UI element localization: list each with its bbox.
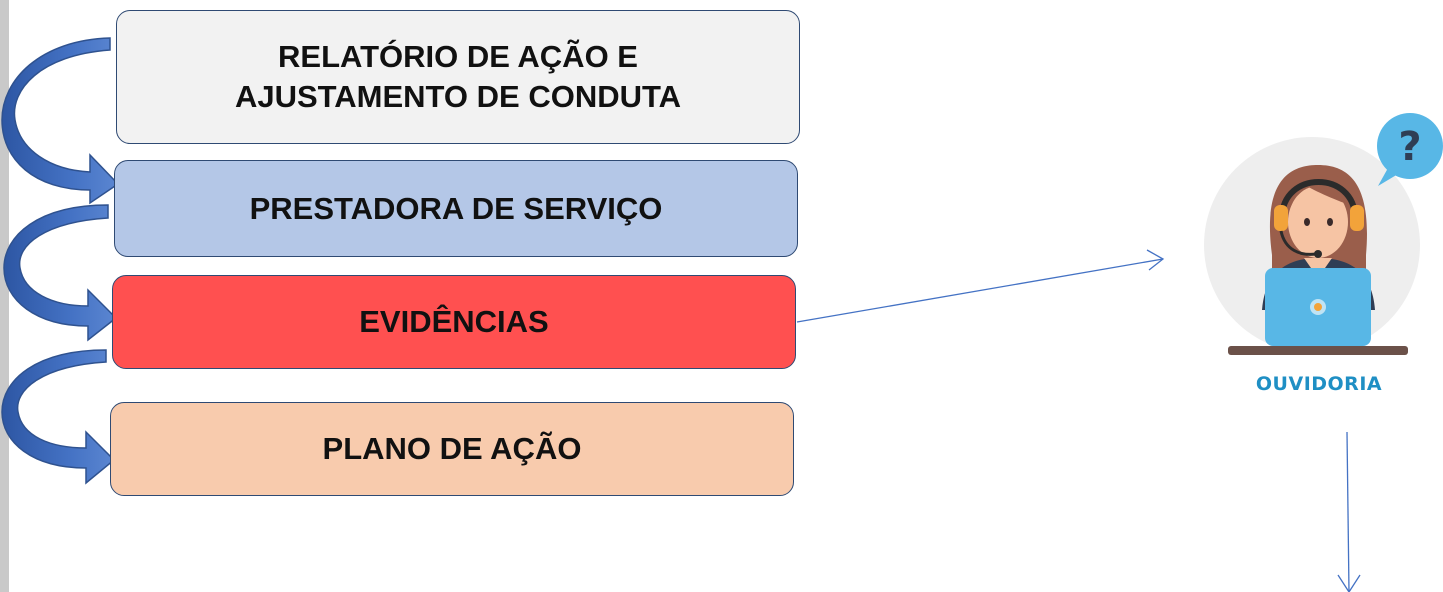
curved-arrow-icon — [1, 349, 116, 485]
relatorio-box: RELATÓRIO DE AÇÃO E AJUSTAMENTO DE CONDU… — [116, 10, 800, 144]
evidencias-box: EVIDÊNCIAS — [112, 275, 796, 369]
ouvidoria-label: OUVIDORIA — [1255, 373, 1383, 395]
curved-arrow-icon — [3, 204, 118, 342]
connector-arrow — [1337, 431, 1361, 592]
call-center-agent-icon: ? — [1204, 113, 1443, 355]
curved-arrow-icon — [1, 37, 120, 205]
svg-text:?: ? — [1398, 124, 1421, 170]
relatorio-line-1: RELATÓRIO DE AÇÃO E — [278, 39, 638, 74]
evidencias-label: EVIDÊNCIAS — [359, 304, 549, 339]
plano-box: PLANO DE AÇÃO — [110, 402, 794, 496]
left-edge-strip — [0, 0, 9, 592]
prestadora-label: PRESTADORA DE SERVIÇO — [249, 190, 663, 226]
plano-label: PLANO DE AÇÃO — [322, 431, 582, 466]
prestadora-box: PRESTADORA DE SERVIÇO — [114, 160, 798, 257]
relatorio-line-2: AJUSTAMENTO DE CONDUTA — [234, 79, 682, 114]
connector-arrow — [796, 249, 1165, 323]
